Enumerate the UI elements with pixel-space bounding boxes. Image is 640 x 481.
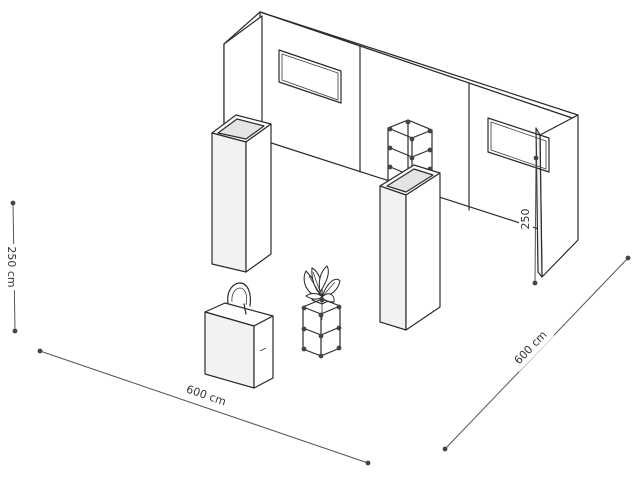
height-right-label: 250 bbox=[519, 209, 532, 230]
dimension-height-right: 250 bbox=[519, 155, 539, 286]
dimension-height-left: 250 cm bbox=[4, 200, 22, 334]
right-pillar bbox=[379, 164, 441, 331]
wall-picture-right bbox=[487, 117, 550, 173]
side-depth-label: 600 cm bbox=[512, 328, 550, 367]
plant-stand bbox=[301, 297, 342, 359]
wall-picture-left bbox=[278, 49, 342, 104]
counter-desk bbox=[204, 302, 274, 389]
dimension-front-width: 600 cm bbox=[37, 348, 371, 466]
height-left-label: 250 cm bbox=[5, 246, 18, 287]
front-width-label: 600 cm bbox=[185, 383, 228, 409]
left-pillar bbox=[211, 114, 272, 273]
dimension-side-depth: 600 cm bbox=[442, 255, 631, 452]
chair bbox=[227, 282, 252, 315]
